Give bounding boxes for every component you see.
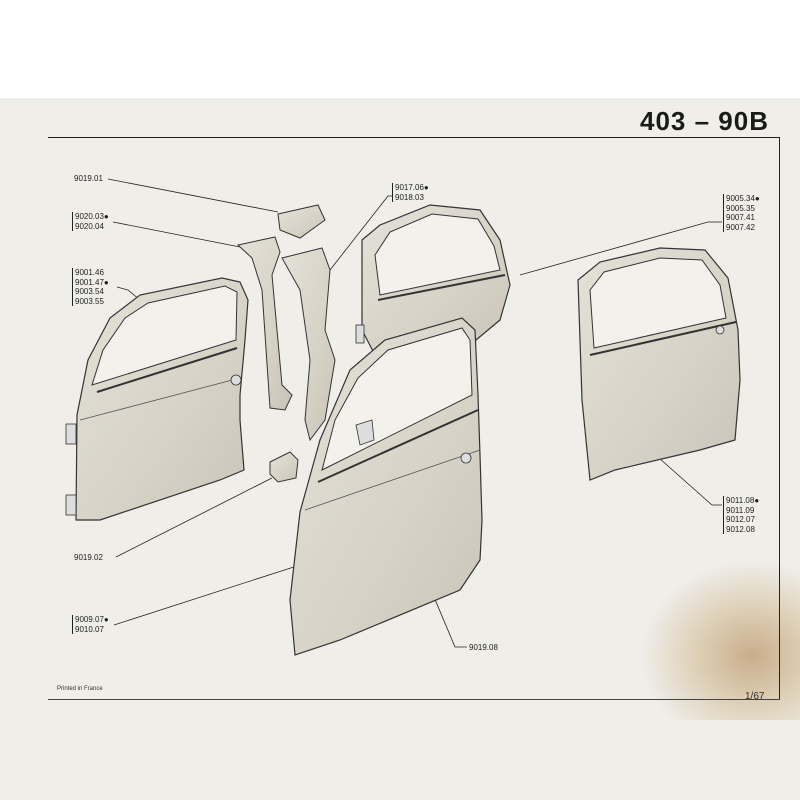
part-number: 9001.47● [75,277,109,287]
part-number: 9009.07● [75,615,109,624]
part-number: 9001.46 [75,268,104,277]
part-number: 9017.06● [395,183,429,192]
frame-top-rule [48,137,780,138]
leader-lines [107,178,722,648]
callout-rear-door-panel: 9011.08● 9011.09 9012.07 9012.08 [723,496,759,534]
part-number: 9020.03● [75,212,109,221]
page-number: 1/67 [745,691,765,702]
part-number: 9003.54 [75,287,104,296]
part-number: 9010.07 [75,624,104,634]
part-number: 9003.55 [75,296,104,306]
callout-lower-bracket: 9019.02 [74,553,103,563]
part-number: 9011.08● [726,496,760,505]
paper-stain [640,560,800,720]
part-number: 9018.03 [395,192,424,202]
callout-b-pillar: 9020.03● 9020.04 [72,212,109,231]
front-door-skin [289,317,483,656]
callout-front-door-skin: 9009.07● 9010.07 [72,615,109,634]
front-door-left [65,277,249,521]
part-number: 9007.41 [726,213,755,222]
part-number: 9005.35 [726,203,755,213]
part-number: 9012.08 [726,524,755,534]
part-number: 9020.04 [75,221,104,231]
part-number: 9012.07 [726,515,755,524]
callout-top-pillar-cap: 9019.01 [74,174,103,184]
page-title: 403 – 90B [640,106,769,136]
center-pillar-piece [281,247,336,442]
callout-center-pillar: 9017.06● 9018.03 [392,183,429,202]
part-number: 9019.08 [469,643,498,652]
rear-door-panel [577,247,741,481]
part-number: 9019.01 [74,174,103,183]
printed-note: Printed in France [57,686,103,692]
frame-bottom-rule [48,699,780,700]
lower-bracket-piece [269,451,299,483]
frame-right-rule [779,137,780,700]
b-pillar-piece [236,236,293,411]
callout-front-door-frame: 9001.46 9001.47● 9003.54 9003.55 [72,268,109,306]
pillar-cap-piece [277,204,326,239]
part-number: 9011.09 [726,505,755,515]
callout-inner-bracket: 9019.08 [469,643,498,653]
part-number: 9019.02 [74,553,103,562]
part-number: 9007.42 [726,222,755,232]
part-number: 9005.34● [726,194,760,203]
callout-rear-door-frame: 9005.34● 9005.35 9007.41 9007.42 [723,194,760,232]
